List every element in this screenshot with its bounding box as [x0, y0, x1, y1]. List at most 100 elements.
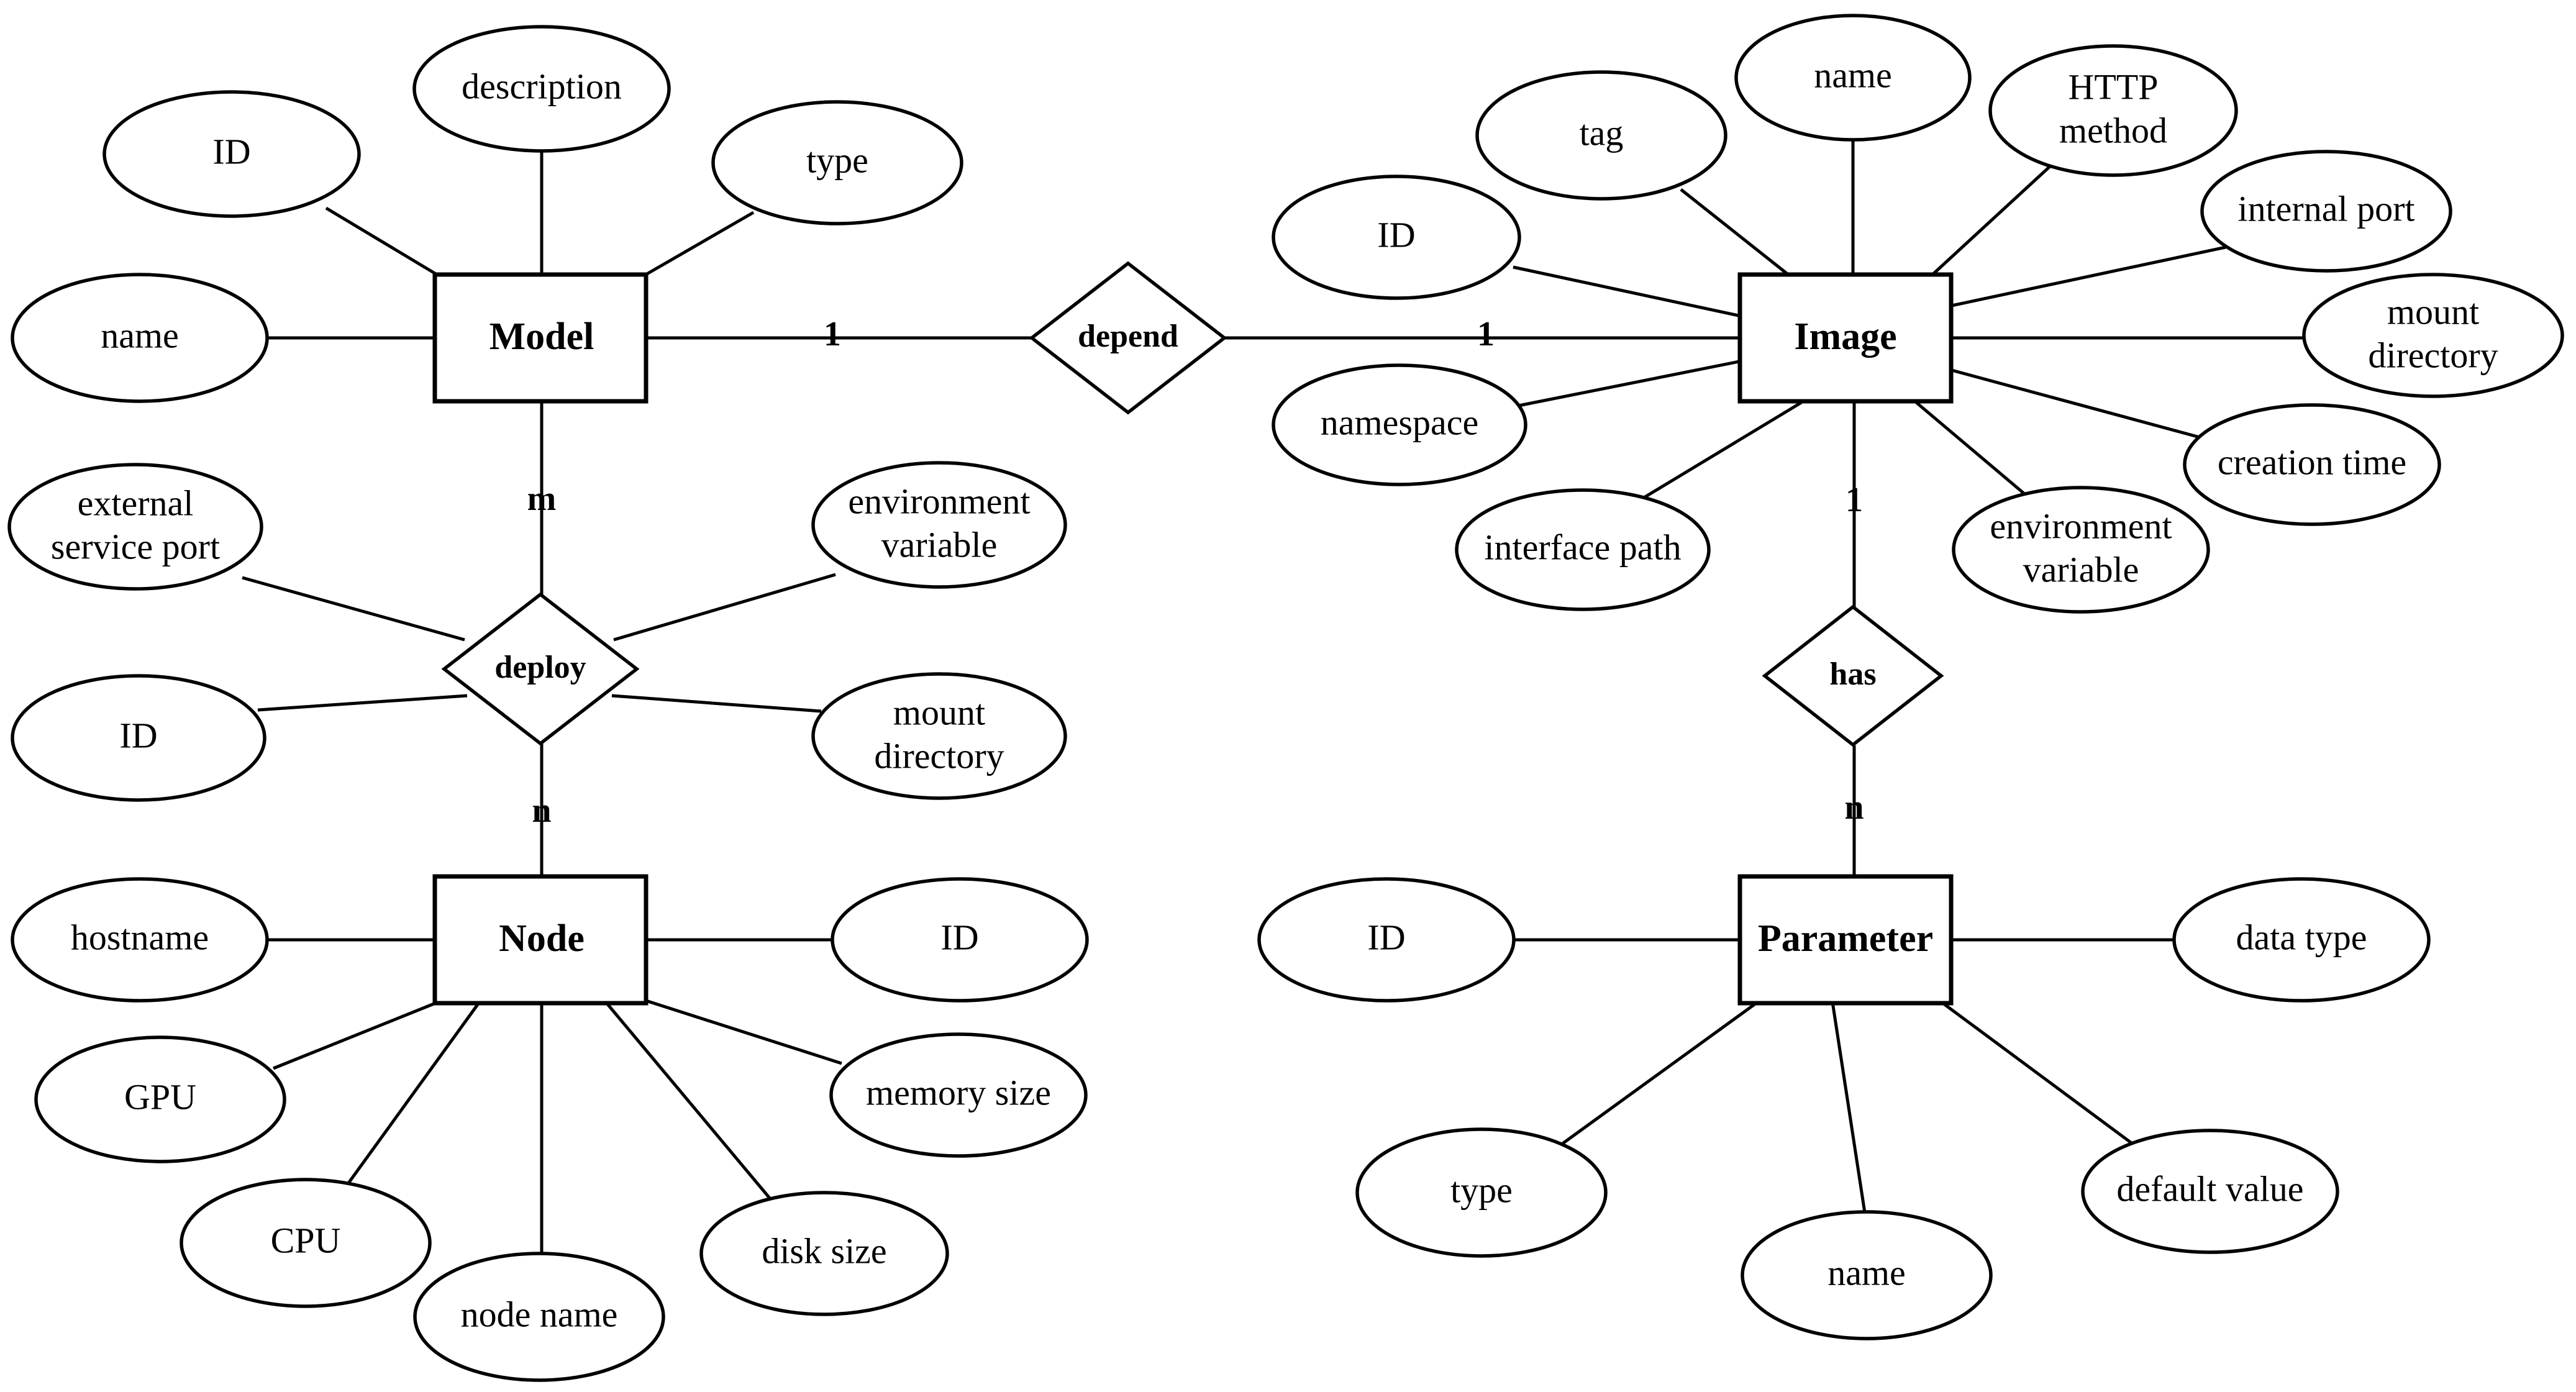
edge-image-interface-path [1639, 401, 1803, 502]
edge-model-type [644, 211, 755, 277]
edge-parameter-name [1831, 1001, 1867, 1213]
relationship-has[interactable]: has [1762, 604, 1944, 747]
attribute-model-name[interactable]: name [11, 273, 269, 403]
cardinality-deploy-bottom: n [532, 791, 551, 830]
edge-deploy-id [257, 694, 468, 712]
attribute-model-name-ellipse[interactable] [11, 273, 269, 403]
attribute-node-disk-size-ellipse[interactable] [699, 1191, 949, 1316]
attribute-deploy-external-service-port[interactable]: external service port [7, 463, 263, 591]
edge-image-id [1513, 265, 1745, 319]
attribute-parameter-default-value-label: default value [2116, 1168, 2303, 1209]
entity-image-box[interactable] [1737, 272, 1954, 404]
attribute-image-name[interactable]: name [1734, 14, 1972, 142]
attribute-parameter-name-ellipse[interactable] [1741, 1210, 1993, 1340]
attribute-deploy-environment-variable-line2: variable [881, 524, 998, 565]
attribute-deploy-mount-directory[interactable]: mount directory [811, 672, 1067, 800]
entity-image[interactable]: Image [1737, 272, 1954, 404]
attribute-model-type-ellipse[interactable] [711, 100, 963, 225]
attribute-model-id[interactable]: ID [102, 90, 361, 218]
attribute-node-node-name-label: node name [461, 1294, 618, 1334]
attribute-model-id-ellipse[interactable] [102, 90, 361, 218]
attribute-image-environment-variable-line1: environment [1990, 506, 2172, 546]
attribute-image-http-method-line1: HTTP [2069, 66, 2159, 107]
attribute-model-description[interactable]: description [412, 25, 671, 153]
relationship-has-diamond[interactable] [1762, 604, 1944, 747]
attribute-image-http-method[interactable]: HTTP method [1988, 44, 2238, 177]
attribute-node-disk-size[interactable]: disk size [699, 1191, 949, 1316]
attribute-image-internal-port[interactable]: internal port [2200, 150, 2452, 273]
attribute-parameter-type-ellipse[interactable] [1355, 1127, 1608, 1258]
entity-parameter-label: Parameter [1758, 917, 1933, 960]
attribute-deploy-id[interactable]: ID [11, 674, 266, 802]
attribute-deploy-external-service-port-ellipse[interactable] [7, 463, 263, 591]
attribute-image-environment-variable-ellipse[interactable] [1952, 486, 2210, 614]
attribute-image-interface-path-ellipse[interactable] [1455, 488, 1711, 611]
relationship-deploy-diamond[interactable] [441, 592, 640, 746]
relationship-depend[interactable]: depend [1029, 261, 1227, 415]
attribute-parameter-name[interactable]: name [1741, 1210, 1993, 1340]
edge-node-gpu [273, 1000, 439, 1070]
attribute-parameter-default-value-ellipse[interactable] [2081, 1129, 2339, 1254]
attribute-node-hostname[interactable]: hostname [11, 877, 269, 1003]
attribute-image-name-label: name [1814, 55, 1892, 95]
attribute-image-http-method-ellipse[interactable] [1988, 44, 2238, 177]
attribute-node-hostname-ellipse[interactable] [11, 877, 269, 1003]
attribute-deploy-id-ellipse[interactable] [11, 674, 266, 802]
attribute-image-creation-time-ellipse[interactable] [2183, 403, 2441, 526]
cardinality-depend-right: 1 [1477, 315, 1495, 353]
entity-model[interactable]: Model [432, 272, 649, 404]
attribute-image-interface-path[interactable]: interface path [1455, 488, 1711, 611]
attribute-image-mount-directory-line1: mount [2387, 291, 2479, 332]
attribute-node-node-name[interactable]: node name [413, 1252, 665, 1382]
entity-model-box[interactable] [432, 272, 649, 404]
attribute-image-namespace-ellipse[interactable] [1272, 363, 1527, 486]
attribute-node-memory-size[interactable]: memory size [829, 1032, 1088, 1158]
attribute-model-name-label: name [101, 315, 179, 355]
edge-parameter-default-value [1940, 1000, 2137, 1148]
relationship-depend-diamond[interactable] [1029, 261, 1227, 415]
attribute-image-tag-ellipse[interactable] [1475, 70, 1727, 201]
attribute-image-mount-directory-ellipse[interactable] [2302, 273, 2564, 398]
attribute-node-id-label: ID [940, 917, 978, 957]
attribute-image-name-ellipse[interactable] [1734, 14, 1972, 142]
attribute-parameter-id-ellipse[interactable] [1257, 877, 1516, 1003]
attribute-node-cpu[interactable]: CPU [180, 1178, 432, 1308]
attribute-node-id-ellipse[interactable] [831, 877, 1089, 1003]
attribute-node-id[interactable]: ID [831, 877, 1089, 1003]
attribute-image-tag[interactable]: tag [1475, 70, 1727, 201]
entity-parameter[interactable]: Parameter [1737, 874, 1954, 1006]
attribute-parameter-default-value[interactable]: default value [2081, 1129, 2339, 1254]
attribute-image-mount-directory-line2: directory [2368, 335, 2498, 375]
attribute-parameter-id[interactable]: ID [1257, 877, 1516, 1003]
attribute-node-node-name-ellipse[interactable] [413, 1252, 665, 1382]
attribute-model-description-ellipse[interactable] [412, 25, 671, 153]
entity-node-box[interactable] [432, 874, 649, 1006]
entity-node[interactable]: Node [432, 874, 649, 1006]
attribute-deploy-environment-variable[interactable]: environment variable [811, 461, 1067, 589]
attribute-image-namespace[interactable]: namespace [1272, 363, 1527, 486]
edge-node-disk-size [604, 1001, 771, 1200]
attribute-deploy-mount-directory-ellipse[interactable] [811, 672, 1067, 800]
attribute-node-memory-size-ellipse[interactable] [829, 1032, 1088, 1158]
attribute-image-id[interactable]: ID [1272, 175, 1521, 300]
attribute-parameter-data-type[interactable]: data type [2172, 877, 2431, 1003]
attribute-model-type[interactable]: type [711, 100, 963, 225]
attribute-node-gpu-ellipse[interactable] [34, 1035, 286, 1163]
attribute-deploy-environment-variable-line1: environment [848, 481, 1030, 521]
attribute-image-interface-path-label: interface path [1484, 527, 1681, 567]
attribute-node-gpu[interactable]: GPU [34, 1035, 286, 1163]
attribute-parameter-data-type-ellipse[interactable] [2172, 877, 2431, 1003]
edge-image-namespace [1515, 358, 1746, 408]
attribute-image-id-ellipse[interactable] [1272, 175, 1521, 300]
attribute-image-creation-time-label: creation time [2218, 442, 2406, 482]
attribute-image-creation-time[interactable]: creation time [2183, 403, 2441, 526]
entity-parameter-box[interactable] [1737, 874, 1954, 1006]
relationship-deploy[interactable]: deploy [441, 592, 640, 746]
attribute-image-environment-variable[interactable]: environment variable [1952, 486, 2210, 614]
attribute-image-mount-directory[interactable]: mount directory [2302, 273, 2564, 398]
attribute-node-cpu-ellipse[interactable] [180, 1178, 432, 1308]
attribute-parameter-type[interactable]: type [1355, 1127, 1608, 1258]
attribute-image-internal-port-ellipse[interactable] [2200, 150, 2452, 273]
attribute-deploy-environment-variable-ellipse[interactable] [811, 461, 1067, 589]
